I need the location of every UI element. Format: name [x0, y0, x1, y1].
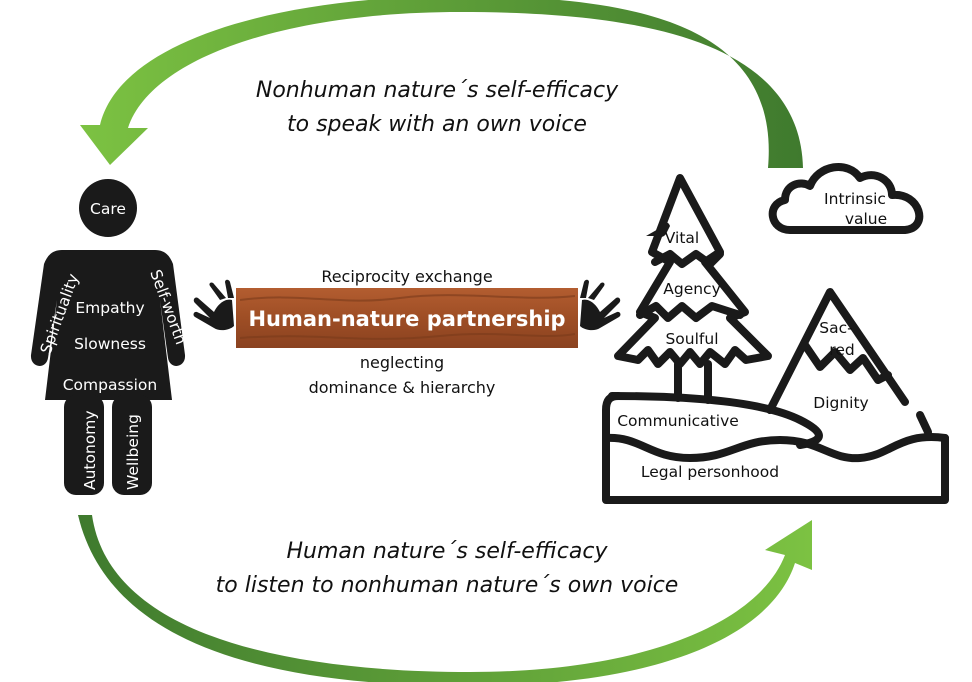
human-figure: [30, 179, 186, 495]
soulful-label: Soulful: [665, 330, 718, 348]
vital-label: Vital: [665, 229, 699, 247]
sacred-label-line2: red: [829, 341, 854, 359]
partnership-plank: [236, 288, 578, 348]
left-hand-icon: [193, 279, 234, 331]
dignity-label: Dignity: [813, 394, 868, 412]
bottom-arrow-label-line2: to listen to nonhuman nature´s own voice: [216, 573, 679, 598]
reciprocity-label: Reciprocity exchange: [321, 267, 492, 286]
dominance-label: dominance & hierarchy: [309, 378, 496, 397]
landscape-ground: [602, 392, 949, 504]
care-label: Care: [90, 200, 126, 218]
compassion-label: Compassion: [63, 376, 158, 394]
human-head: [79, 179, 137, 237]
partnership-title: Human-nature partnership: [248, 307, 565, 331]
bottom-arrow-label-line1: Human nature´s self-efficacy: [287, 539, 609, 564]
bird-icon: [646, 222, 670, 238]
autonomy-label: Autonomy: [81, 410, 99, 490]
legal-personhood-label: Legal personhood: [641, 463, 779, 481]
wellbeing-label: Wellbeing: [124, 414, 142, 490]
communicative-label: Communicative: [617, 412, 739, 430]
cloud-icon: [768, 163, 924, 234]
empathy-label: Empathy: [75, 299, 144, 317]
tree-icon: [614, 174, 772, 404]
sacred-label-line1: Sac-: [819, 319, 852, 337]
top-arrow-label-line2: to speak with an own voice: [287, 112, 587, 137]
top-arrow-label-line1: Nonhuman nature´s self-efficacy: [256, 78, 619, 103]
mountain-icon: [766, 288, 932, 436]
human-body: [30, 250, 186, 400]
agency-label: Agency: [663, 280, 721, 298]
neglecting-label: neglecting: [360, 353, 444, 372]
intrinsic-label: Intrinsic: [824, 190, 886, 208]
right-hand-icon: [580, 279, 621, 331]
slowness-label: Slowness: [74, 335, 146, 353]
value-label: value: [845, 210, 887, 228]
